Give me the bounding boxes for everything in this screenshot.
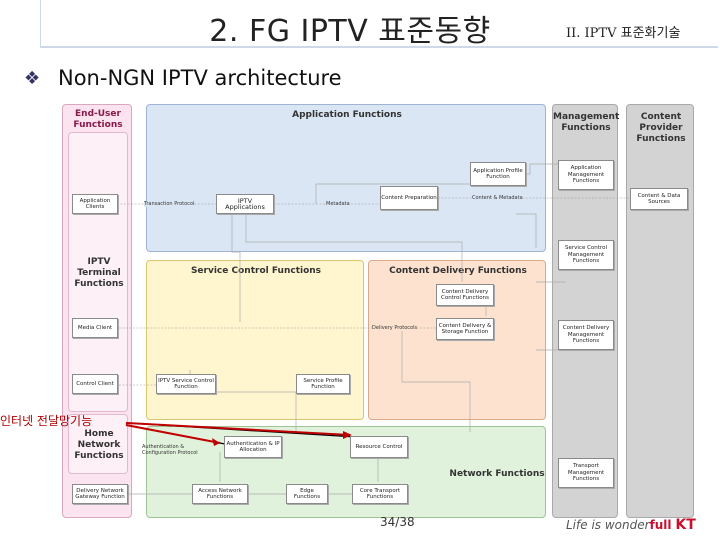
- delivery-gateway-box: Delivery Network Gateway Function: [72, 484, 128, 504]
- cd-mgmt-box: Content Delivery Management Functions: [558, 320, 614, 350]
- page-title: 2. FG IPTV 표준동향: [209, 14, 491, 49]
- line-app-cdctrl: [245, 214, 463, 282]
- application-clients-box: Application Clients: [72, 194, 118, 214]
- access-network-box: Access Network Functions: [192, 484, 248, 504]
- app-mgmt-box: Application Management Functions: [558, 160, 614, 190]
- svc-ctrl-mgmt-box: Service Control Management Functions: [558, 240, 614, 270]
- header-divider: [40, 46, 718, 48]
- service-profile-box: Service Profile Function: [296, 374, 350, 394]
- content-provider-panel: Content Provider Functions: [626, 104, 694, 518]
- section-tag: II. IPTV 표준화기술: [566, 26, 681, 41]
- label-metadata: Metadata: [326, 201, 350, 207]
- label-content-metadata: Content & Metadata: [472, 195, 523, 201]
- brand-strong: full: [649, 518, 672, 532]
- line-app-profile: [315, 183, 470, 204]
- brand-prefix: Life is wonder: [566, 518, 650, 532]
- red-arrow-resource: [125, 422, 351, 436]
- resource-control-box: Resource Control: [350, 436, 408, 458]
- end-user-title: End-User Functions: [73, 109, 123, 130]
- control-client-box: Control Client: [72, 374, 118, 394]
- service-control-title: Service Control Functions: [190, 266, 322, 276]
- cd-storage-box: Content Delivery & Storage Function: [436, 318, 494, 340]
- kt-logo: KT: [675, 517, 696, 533]
- red-arrow-auth: [125, 424, 221, 444]
- application-profile-box: Application Profile Function: [470, 162, 526, 186]
- line-cd-network: [401, 328, 471, 432]
- content-provider-title: Content Provider Functions: [636, 112, 686, 144]
- page-number: 34/38: [380, 515, 415, 529]
- architecture-diagram: End-User Functions IPTV Terminal Functio…: [60, 102, 700, 518]
- content-data-sources-box: Content & Data Sources: [630, 188, 688, 210]
- core-transport-box: Core Transport Functions: [352, 484, 408, 504]
- management-title: Management Functions: [553, 112, 620, 133]
- label-auth-config: Authentication & Configuration Protocol: [142, 444, 198, 456]
- media-client-box: Media Client: [72, 318, 118, 338]
- auth-ip-box: Authentication & IP Allocation: [224, 436, 282, 458]
- line-prep-mgmt: [516, 213, 537, 248]
- label-transaction: Transaction Protocol: [144, 201, 195, 207]
- network-title: Network Functions: [449, 469, 545, 479]
- iptv-applications-box: IPTV Applications: [216, 194, 274, 214]
- home-network-panel: Home Network Functions: [68, 414, 128, 474]
- edge-box: Edge Functions: [286, 484, 328, 504]
- application-title: Application Functions: [292, 110, 402, 120]
- iptv-terminal-title: IPTV Terminal Functions: [74, 257, 124, 289]
- iptv-service-control-box: IPTV Service Control Function: [156, 374, 216, 394]
- brand-slogan: Life is wonderfull KT: [566, 517, 696, 533]
- iptv-terminal-panel: IPTV Terminal Functions: [68, 132, 128, 412]
- content-delivery-title: Content Delivery Functions: [389, 266, 527, 276]
- home-network-title: Home Network Functions: [74, 429, 124, 461]
- header-divider-vertical: [40, 0, 41, 48]
- annotation-internet-delivery: 인터넷 전달망기능: [0, 414, 93, 428]
- content-preparation-box: Content Preparation: [380, 186, 438, 210]
- line-app-service: [231, 214, 241, 322]
- diamond-bullet-icon: ❖: [24, 68, 41, 89]
- arrowhead-auth: [212, 438, 220, 446]
- cd-control-box: Content Delivery Control Functions: [436, 284, 494, 306]
- transport-mgmt-box: Transport Management Functions: [558, 458, 614, 488]
- label-delivery: Delivery Protocols: [372, 325, 418, 331]
- arrowhead-resource: [343, 431, 352, 439]
- slide-subtitle: Non-NGN IPTV architecture: [58, 66, 342, 90]
